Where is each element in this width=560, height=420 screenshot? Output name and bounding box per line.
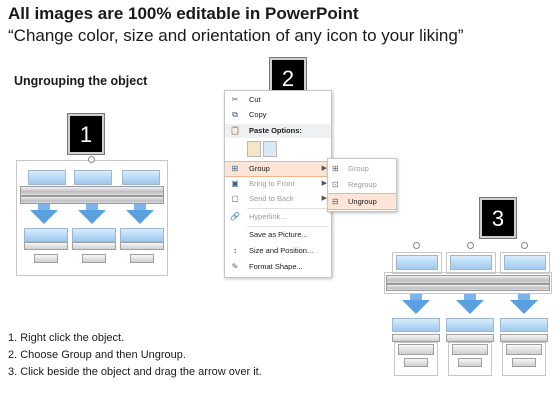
down-arrow	[402, 300, 430, 314]
instruction-step: 1. Right click the object.	[8, 332, 125, 344]
submenu-item-group[interactable]: ⊞ Group	[332, 164, 369, 173]
step-badge-3: 3	[480, 198, 516, 238]
hyperlink-icon: 🔗	[230, 212, 240, 221]
top-box	[74, 170, 112, 185]
instruction-step: 2. Choose Group and then Ungroup.	[8, 349, 186, 361]
down-arrow	[134, 204, 146, 210]
gray-bar	[120, 242, 164, 250]
rotate-handle[interactable]	[521, 242, 528, 249]
down-arrow	[30, 210, 58, 224]
menu-item-hyperlink[interactable]: 🔗 Hyperlink...	[230, 212, 287, 221]
bring-front-icon: ▣	[231, 179, 239, 188]
menu-header-paste-options: 📋 Paste Options:	[225, 124, 331, 138]
instruction-steps: 1. Right click the object. 2. Choose Gro…	[8, 330, 262, 381]
rotate-handle[interactable]	[88, 156, 95, 163]
menu-item-send-to-back[interactable]: ▢ Send to Back ▶	[225, 192, 331, 206]
top-box	[504, 255, 546, 270]
paste-picture-icon[interactable]	[263, 141, 277, 157]
menu-item-bring-to-front[interactable]: ▣ Bring to Front ▶	[225, 177, 331, 191]
gray-bar	[398, 344, 434, 355]
menu-item-format-shape[interactable]: ✎ Format Shape...	[231, 262, 303, 271]
menu-item-size-and-position[interactable]: ↕ Size and Position...	[225, 244, 331, 258]
context-menu: ✂ Cut ⧉ Copy 📋 Paste Options: ⊞ Group ▶ …	[224, 90, 332, 278]
down-arrow	[126, 210, 154, 224]
selection-frame	[384, 272, 552, 294]
gray-bar	[392, 334, 440, 342]
rotate-handle[interactable]	[413, 242, 420, 249]
selection-frame	[392, 252, 442, 274]
bottom-box	[72, 228, 116, 242]
selection-frame	[500, 252, 550, 274]
page-subtitle: “Change color, size and orientation of a…	[8, 26, 464, 45]
menu-separator	[247, 208, 329, 209]
connector-bar	[20, 186, 164, 196]
format-shape-icon: ✎	[231, 262, 239, 271]
gray-bar	[130, 254, 154, 263]
connector-bar	[20, 196, 164, 204]
top-box	[122, 170, 160, 185]
menu-item-group[interactable]: ⊞ Group ▶	[225, 161, 331, 177]
submenu-arrow-icon: ▶	[321, 165, 327, 172]
selection-frame	[502, 342, 546, 376]
gray-bar	[506, 344, 542, 355]
gray-bar	[446, 334, 494, 342]
gray-bar	[452, 344, 488, 355]
group-icon: ⊞	[332, 164, 339, 173]
regroup-icon: ⊡	[332, 180, 339, 189]
step-badge-1: 1	[68, 114, 104, 154]
bottom-box	[500, 318, 548, 332]
submenu-arrow-icon: ▶	[321, 195, 327, 202]
bottom-box	[446, 318, 494, 332]
selection-frame	[448, 342, 492, 376]
submenu-item-ungroup[interactable]: ⊟ Ungroup	[328, 193, 396, 210]
menu-separator	[247, 226, 329, 227]
top-box	[450, 255, 492, 270]
paste-destination-icon[interactable]	[247, 141, 261, 157]
menu-item-copy[interactable]: ⧉ Copy	[225, 108, 331, 122]
diagram-ungrouped[interactable]	[384, 242, 552, 380]
down-arrow	[456, 300, 484, 314]
gray-bar	[72, 242, 116, 250]
bottom-box	[120, 228, 164, 242]
gray-bar	[512, 358, 536, 367]
gray-bar	[34, 254, 58, 263]
gray-bar	[82, 254, 106, 263]
gray-bar	[500, 334, 548, 342]
menu-item-cut[interactable]: ✂ Cut	[231, 95, 261, 104]
down-arrow	[38, 204, 50, 210]
section-title: Ungrouping the object	[14, 74, 148, 88]
down-arrow	[518, 294, 530, 300]
selection-frame	[446, 252, 496, 274]
submenu-arrow-icon: ▶	[321, 180, 327, 187]
group-submenu: ⊞ Group ⊡ Regroup ⊟ Ungroup	[327, 158, 397, 212]
copy-icon: ⧉	[232, 110, 238, 119]
down-arrow	[410, 294, 422, 300]
page-title: All images are 100% editable in PowerPoi…	[8, 4, 359, 23]
bottom-box	[392, 318, 440, 332]
rotate-handle[interactable]	[467, 242, 474, 249]
submenu-item-regroup[interactable]: ⊡ Regroup	[332, 180, 377, 189]
down-arrow	[464, 294, 476, 300]
ungroup-icon: ⊟	[332, 197, 339, 206]
paste-icon: 📋	[230, 126, 240, 135]
selection-frame	[394, 342, 438, 376]
gray-bar	[458, 358, 482, 367]
top-box	[28, 170, 66, 185]
connector-bar	[386, 275, 550, 284]
down-arrow	[86, 204, 98, 210]
gray-bar	[24, 242, 68, 250]
diagram-grouped[interactable]	[16, 156, 168, 276]
size-icon: ↕	[233, 246, 237, 255]
menu-item-save-as-picture[interactable]: Save as Picture...	[249, 230, 308, 239]
send-back-icon: ▢	[231, 194, 239, 203]
bottom-box	[24, 228, 68, 242]
gray-bar	[404, 358, 428, 367]
down-arrow	[78, 210, 106, 224]
down-arrow	[510, 300, 538, 314]
top-box	[396, 255, 438, 270]
connector-bar	[386, 284, 550, 291]
group-icon: ⊞	[231, 164, 239, 173]
instruction-step: 3. Click beside the object and drag the …	[8, 366, 262, 378]
scissors-icon: ✂	[231, 95, 239, 104]
